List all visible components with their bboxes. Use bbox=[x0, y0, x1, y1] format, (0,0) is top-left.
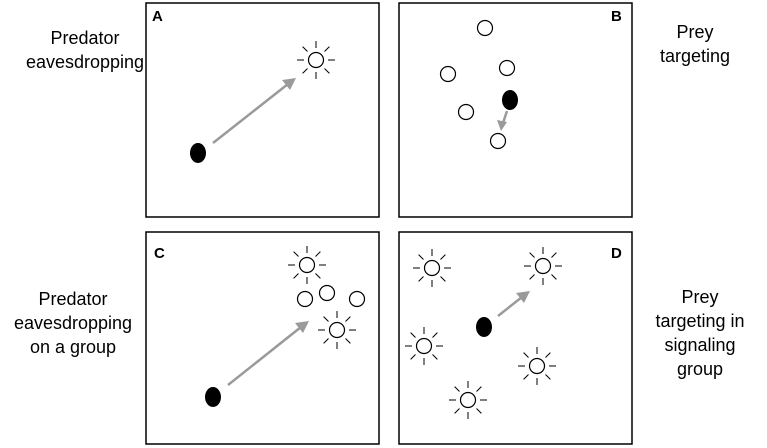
gray-arrow-icon bbox=[227, 321, 309, 386]
panel-d-caption: Prey targeting in signaling group bbox=[655, 287, 745, 379]
panel-a-frame bbox=[145, 2, 380, 218]
starburst-circle-icon bbox=[296, 40, 336, 80]
gray-arrow-icon bbox=[497, 110, 509, 131]
white-circle-icon bbox=[296, 290, 314, 308]
black-oval-icon bbox=[205, 387, 221, 407]
panel-a-caption: Predator eavesdropping bbox=[25, 28, 145, 72]
panel-d-letter: D bbox=[611, 245, 622, 262]
panel-b-frame bbox=[398, 2, 633, 218]
white-circle-icon bbox=[457, 103, 475, 121]
white-circle-icon bbox=[489, 132, 507, 150]
panel-c-frame bbox=[145, 231, 380, 445]
black-oval-icon bbox=[476, 317, 492, 337]
panel-c-letter: C bbox=[154, 245, 165, 262]
panel-a-letter: A bbox=[152, 8, 163, 25]
white-circle-icon bbox=[476, 19, 494, 37]
white-circle-icon bbox=[498, 59, 516, 77]
black-oval-icon bbox=[190, 143, 206, 163]
black-oval-icon bbox=[502, 90, 518, 110]
panel-c: C bbox=[145, 231, 380, 445]
starburst-circle-icon bbox=[517, 346, 557, 386]
white-circle-icon bbox=[439, 65, 457, 83]
gray-arrow-icon bbox=[497, 291, 530, 317]
panel-b-letter: B bbox=[611, 8, 622, 25]
white-circle-icon bbox=[348, 290, 366, 308]
panel-c-caption: Predator eavesdropping on a group bbox=[13, 289, 133, 357]
panel-d-frame bbox=[398, 231, 633, 445]
white-circle-icon bbox=[318, 284, 336, 302]
gray-arrow-icon bbox=[212, 78, 296, 144]
starburst-circle-icon bbox=[287, 245, 327, 285]
panel-d: D bbox=[398, 231, 633, 445]
starburst-circle-icon bbox=[523, 246, 563, 286]
starburst-circle-icon bbox=[448, 380, 488, 420]
panel-b: B bbox=[398, 2, 633, 218]
starburst-circle-icon bbox=[404, 326, 444, 366]
starburst-circle-icon bbox=[317, 310, 357, 350]
starburst-circle-icon bbox=[412, 248, 452, 288]
panel-b-caption: Prey targeting bbox=[659, 22, 731, 66]
panel-a: A bbox=[145, 2, 380, 218]
